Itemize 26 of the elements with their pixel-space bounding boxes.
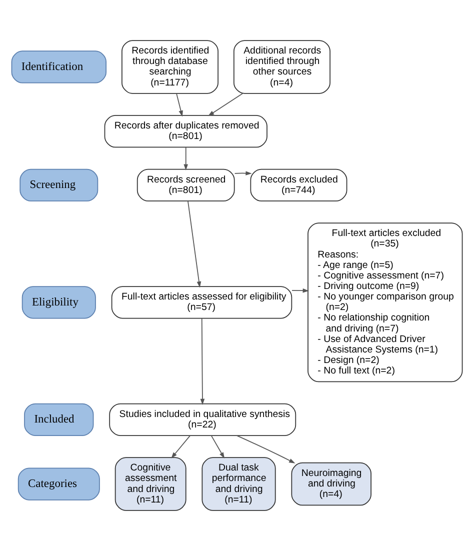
node-box: Neuroimaging and driving (n=4) bbox=[291, 462, 372, 506]
arrow bbox=[200, 318, 205, 405]
arrow bbox=[208, 93, 244, 116]
node-box: Included bbox=[24, 403, 94, 436]
node-box: Records screened (n=801) bbox=[136, 168, 235, 202]
node-box: Records after duplicates removed (n=801) bbox=[104, 115, 268, 148]
arrow bbox=[210, 435, 225, 459]
arrow bbox=[236, 435, 296, 464]
node-box: Eligibility bbox=[22, 286, 96, 319]
node-box: Cognitive assessment and driving (n=11) bbox=[114, 457, 186, 511]
node-box: Dual task performance and driving (n=11) bbox=[202, 457, 276, 511]
node-box: Records excluded (n=744) bbox=[250, 168, 348, 202]
arrow bbox=[184, 146, 188, 170]
node-box: Full-text articles assessed for eligibility (n=57) bbox=[111, 286, 292, 319]
arrow bbox=[234, 171, 252, 176]
arrow bbox=[188, 200, 202, 288]
node-box: Categories bbox=[18, 468, 100, 500]
arrow bbox=[176, 93, 183, 117]
node-box: Studies included in qualitative synthesis (n=22) bbox=[109, 403, 296, 436]
node-box: Identification bbox=[11, 50, 106, 84]
node-box: Full-text articles excluded (n=35) Reasons: - Age range (n=5) - Cognitive assessment (n=7) - Driving outcome (n=9) - No younger comparison group (n=2) - No relationship cognition and driving (n=7) - Use of Advanced Driver Assistance Systems (n=1) - Design (n=2) - No full text (n=2) bbox=[308, 222, 463, 382]
node-box: Screening bbox=[20, 168, 98, 202]
arrow bbox=[171, 435, 190, 458]
node-box: Additional records identified through other sources (n=4) bbox=[233, 40, 330, 94]
arrow bbox=[292, 288, 309, 293]
node-box: Records identified through database searching (n=1177) bbox=[122, 40, 218, 94]
